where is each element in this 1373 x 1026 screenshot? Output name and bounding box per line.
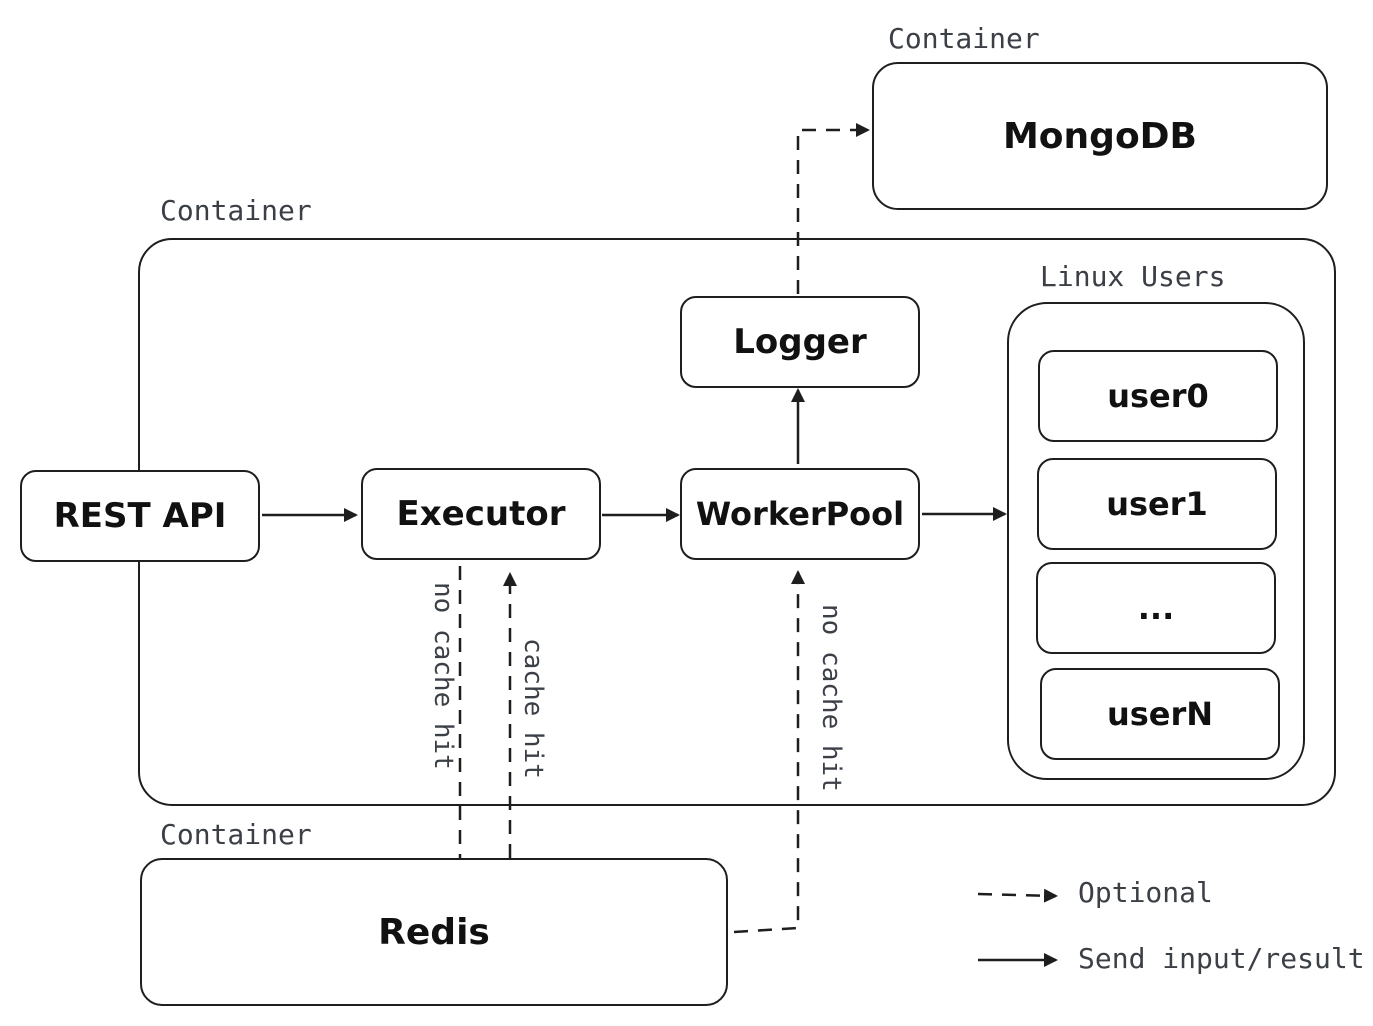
rest-api-label: REST API	[53, 496, 227, 536]
mongodb-container-label: Container	[888, 22, 1040, 55]
executor-cache-hit-label: cache hit	[518, 638, 548, 779]
logger-label: Logger	[733, 322, 867, 362]
user-node: user0	[1038, 350, 1278, 442]
workerpool-label: WorkerPool	[695, 495, 905, 533]
executor-no-cache-hit-label: no cache hit	[428, 582, 458, 770]
user-node: user1	[1037, 458, 1277, 550]
rest-api-node: REST API	[20, 470, 260, 562]
executor-node: Executor	[361, 468, 601, 560]
main-container-label: Container	[160, 194, 312, 227]
mongodb-node: MongoDB	[872, 62, 1328, 210]
legend-dashed-arrow	[977, 888, 1058, 903]
linux-users-label: Linux Users	[1040, 260, 1226, 293]
workerpool-node: WorkerPool	[680, 468, 920, 560]
linux-users-group	[1007, 302, 1305, 780]
redis-node: Redis	[140, 858, 728, 1006]
user-label: user0	[1107, 377, 1209, 415]
redis-container-label: Container	[160, 818, 312, 851]
user-node: ...	[1036, 562, 1276, 654]
logger-to-mongodb-arrow	[796, 123, 870, 294]
logger-node: Logger	[680, 296, 920, 388]
workerpool-no-cache-hit-label: no cache hit	[816, 604, 846, 792]
executor-label: Executor	[396, 494, 566, 534]
user-label: userN	[1106, 695, 1214, 733]
user-label: user1	[1106, 485, 1208, 523]
redis-to-workerpool-arrow	[733, 570, 805, 934]
legend-send-label: Send input/result	[1078, 942, 1365, 975]
redis-label: Redis	[378, 911, 490, 953]
mongodb-label: MongoDB	[1002, 115, 1197, 157]
user-node: userN	[1040, 668, 1280, 760]
legend-optional-label: Optional	[1078, 876, 1213, 909]
user-label: ...	[1137, 589, 1175, 627]
